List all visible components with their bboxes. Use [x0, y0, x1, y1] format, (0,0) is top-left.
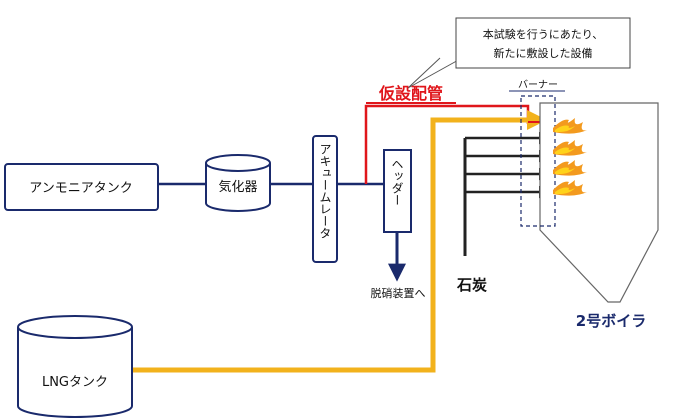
burner-box — [520, 95, 556, 227]
boiler-label: 2号ボイラ — [576, 312, 646, 330]
burner-label: バーナー — [518, 79, 558, 91]
boiler-body — [539, 102, 659, 303]
ammonia-tank-label: アンモニアタンク — [29, 181, 132, 196]
coal-label: 石炭 — [456, 276, 487, 294]
vaporizer-label: 気化器 — [218, 179, 257, 195]
header-box — [383, 149, 412, 233]
lng-tank-cylinder — [17, 315, 133, 418]
callout-line-2: 新たに敷設した設備 — [494, 46, 593, 60]
lng-tank-label: LNGタンク — [42, 375, 108, 390]
lng-line — [132, 110, 547, 373]
accumulator-label: アキュームレータ — [318, 143, 332, 239]
callout-line-1: 本試験を行うにあたり、 — [483, 27, 604, 41]
vaporizer-cylinder — [205, 154, 271, 212]
burner-flames — [553, 118, 587, 196]
callout-pointer — [407, 57, 463, 89]
accumulator-box — [312, 135, 338, 263]
ammonia-tank-box — [4, 163, 159, 211]
header-label: ヘッダー — [390, 158, 404, 206]
callout-box — [455, 17, 631, 69]
denitration-label: 脱硝装置へ — [371, 286, 426, 300]
temp-piping-label: 仮設配管 — [378, 84, 443, 103]
